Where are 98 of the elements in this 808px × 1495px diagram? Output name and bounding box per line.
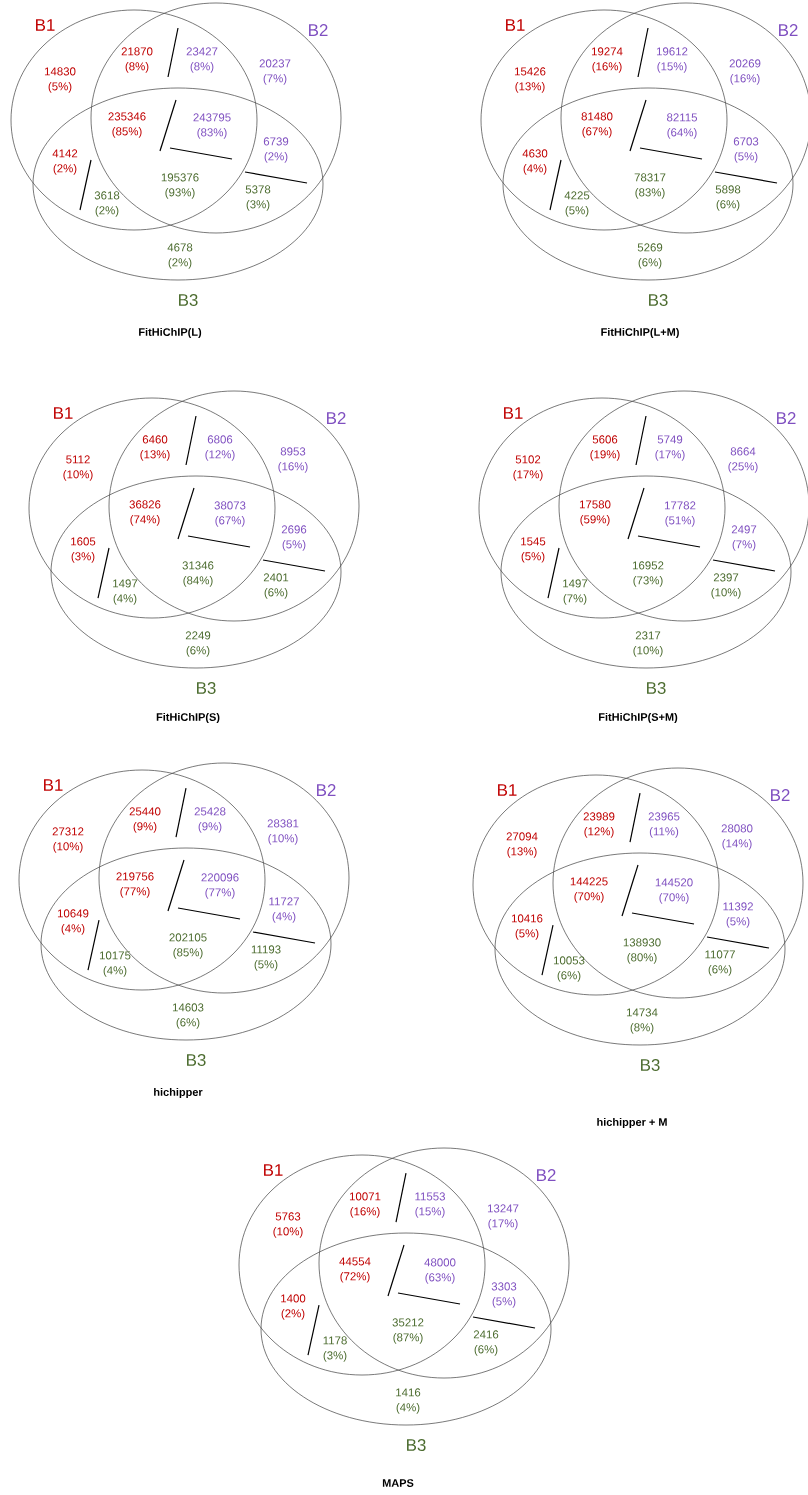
region-count: 1605 (3%) (71, 537, 96, 563)
region-count: 2317 (10%) (633, 631, 663, 657)
node-label: B3 (197, 682, 216, 695)
region-count: 81480 (67%) (581, 112, 613, 138)
region-count: 11553 (15%) (415, 1192, 445, 1218)
region-count: 4225 (5%) (564, 191, 590, 217)
region-count: 27312 (10%) (52, 827, 84, 853)
region-count: 23965 (11%) (648, 812, 680, 838)
region-count: 3618 (2%) (94, 191, 120, 217)
region-count: 1545 (5%) (521, 537, 546, 563)
region-count: 13247 (17%) (487, 1204, 519, 1230)
region-count: 5749 (17%) (655, 435, 685, 461)
region-count: 48000 (63%) (424, 1258, 456, 1284)
region-count: 235346 (85%) (108, 112, 146, 138)
region-count: 219756 (77%) (116, 872, 154, 898)
region-count: 144225 (70%) (570, 877, 608, 903)
region-count: 4678 (2%) (167, 243, 193, 269)
region-count: 2497 (7%) (731, 525, 757, 551)
region-count: 82115 (64%) (667, 113, 698, 139)
node-label: B3 (179, 294, 198, 306)
region-count: 15426 (13%) (514, 67, 546, 93)
region-count: 11392 (5%) (723, 902, 753, 928)
region-count: 23427 (8%) (186, 47, 218, 73)
region-count: 17580 (59%) (579, 500, 611, 526)
region-count: 5112 (10%) (63, 455, 93, 481)
region-count: 1497 (7%) (563, 579, 588, 605)
region-count: 3303 (5%) (491, 1282, 517, 1308)
region-count: 8664 (25%) (728, 447, 758, 473)
region-count: 10175 (4%) (99, 951, 131, 977)
region-count: 35212 (87%) (392, 1318, 424, 1344)
node-label: B3 (641, 1059, 660, 1072)
region-count: 10416 (5%) (511, 914, 543, 940)
node-label: B3 (407, 1439, 426, 1452)
region-count: 202105 (85%) (169, 933, 207, 959)
region-count: 14830 (5%) (44, 67, 76, 93)
node-label: B3 (647, 682, 666, 695)
region-count: 6739 (2%) (263, 137, 289, 163)
region-count: 1178 (3%) (323, 1336, 347, 1362)
region-count: 243795 (83%) (193, 113, 231, 139)
region-count: 11727 (4%) (269, 897, 299, 923)
region-count: 4142 (2%) (52, 149, 78, 175)
region-count: 5606 (19%) (590, 435, 620, 461)
region-count: 44554 (72%) (339, 1257, 371, 1283)
region-count: 220096 (77%) (201, 873, 239, 899)
region-count: 5378 (3%) (245, 185, 271, 211)
region-count: 1497 (4%) (113, 579, 138, 605)
region-count: 144520 (70%) (655, 878, 693, 904)
region-count: 38073 (67%) (214, 501, 246, 527)
panel-title: FitHiChIP(S+M) (599, 712, 678, 724)
region-count: 1400 (2%) (281, 1294, 306, 1320)
region-count: 2397 (10%) (711, 573, 741, 599)
region-count: 14603 (6%) (172, 1003, 204, 1029)
region-count: 1416 (4%) (396, 1388, 421, 1414)
region-count: 11193 (5%) (251, 945, 281, 971)
region-count: 10071 (16%) (349, 1192, 381, 1218)
region-count: 5898 (6%) (715, 185, 741, 211)
region-count: 17782 (51%) (664, 501, 696, 527)
region-count: 28080 (14%) (721, 824, 753, 850)
region-count: 78317 (83%) (634, 173, 666, 199)
region-count: 6460 (13%) (140, 435, 170, 461)
region-count: 27094 (13%) (506, 832, 538, 858)
region-count: 28381 (10%) (267, 819, 299, 845)
region-count: 14734 (8%) (626, 1008, 658, 1034)
panel-title: FitHiChIP(S) (156, 712, 220, 724)
region-count: 4630 (4%) (522, 149, 548, 175)
panel-title: MAPS (382, 1479, 414, 1487)
region-count: 5269 (6%) (637, 243, 663, 269)
node-label: B3 (649, 294, 668, 306)
region-count: 6806 (12%) (205, 435, 235, 461)
region-count: 5763 (10%) (273, 1212, 303, 1238)
panel-title: FitHiChIP(L+M) (601, 327, 679, 339)
region-count: 11077 (6%) (705, 950, 735, 976)
region-count: 31346 (84%) (182, 561, 214, 587)
region-count: 10649 (4%) (57, 909, 89, 935)
region-count: 20237 (7%) (259, 59, 291, 85)
region-count: 19612 (15%) (656, 47, 688, 73)
region-count: 2401 (6%) (263, 573, 289, 599)
region-count: 25428 (9%) (194, 807, 226, 833)
region-count: 2249 (6%) (185, 631, 211, 657)
region-count: 23989 (12%) (583, 812, 615, 838)
region-count: 8953 (16%) (278, 447, 308, 473)
region-count: 16952 (73%) (632, 561, 664, 587)
panel-title: hichipper + M (597, 1117, 667, 1129)
region-count: 21870 (8%) (121, 47, 153, 73)
region-count: 138930 (80%) (623, 938, 661, 964)
region-count: 5102 (17%) (513, 455, 543, 481)
panel-title: FitHiChIP(L) (139, 327, 202, 339)
region-count: 2416 (6%) (473, 1330, 499, 1356)
region-count: 20269 (16%) (729, 59, 761, 85)
region-count: 10053 (6%) (553, 956, 585, 982)
region-count: 195376 (93%) (161, 173, 199, 199)
region-count: 36826 (74%) (129, 500, 161, 526)
region-count: 2696 (5%) (281, 525, 307, 551)
region-count: 25440 (9%) (129, 807, 161, 833)
panel-title: hichipper (154, 1087, 203, 1099)
region-count: 6703 (5%) (733, 137, 759, 163)
region-count: 19274 (16%) (591, 47, 623, 73)
node-label: B3 (187, 1054, 206, 1067)
